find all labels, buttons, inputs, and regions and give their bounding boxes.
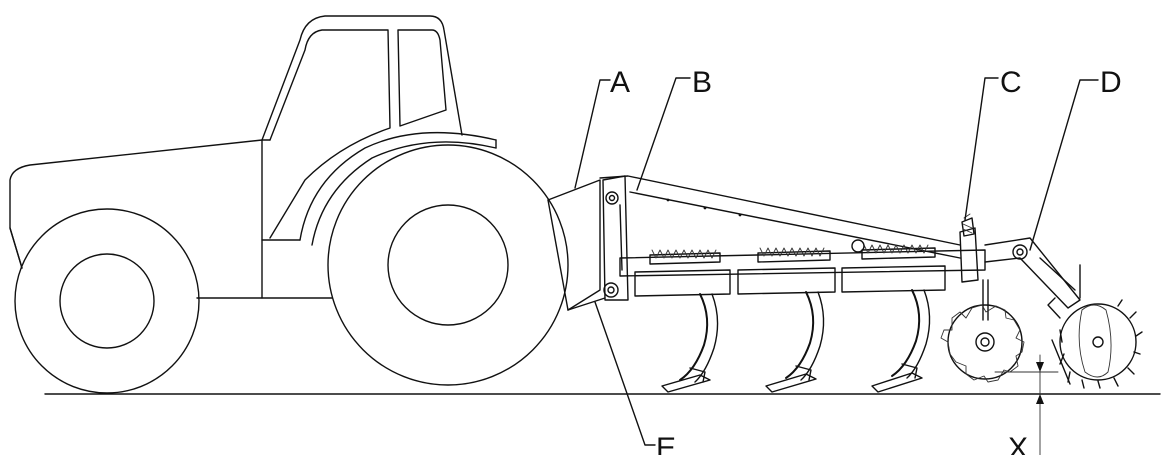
rear-wheel: [327, 144, 569, 386]
tractor-cab: [261, 15, 463, 141]
tine-3: [871, 289, 931, 393]
label-c: C: [1000, 66, 1022, 99]
cab-rear-window: [397, 29, 447, 127]
packer-roller: [1051, 299, 1143, 389]
front-wheel-rim: [59, 253, 155, 349]
tractor-hood: [9, 139, 271, 269]
callout-c: C: [964, 66, 1022, 221]
dimension-x: X: [994, 354, 1059, 455]
label-d: D: [1100, 66, 1122, 99]
depth-adjuster: [959, 227, 979, 283]
spring-assembly-2: [737, 247, 836, 295]
headstock: [602, 175, 629, 301]
label-b: B: [692, 66, 712, 99]
main-beam: [619, 249, 986, 277]
spring-assembly-1: [634, 249, 731, 297]
callout-b: B: [636, 66, 712, 191]
rear-fender: [299, 131, 497, 241]
top-link: [599, 175, 961, 246]
spring-assembly-3: [841, 244, 946, 293]
tine-1: [661, 293, 719, 393]
label-x: X: [1008, 432, 1028, 455]
front-wheel: [14, 208, 200, 394]
callout-d: D: [1029, 66, 1122, 251]
tine-2: [765, 291, 825, 393]
callout-a: A: [574, 66, 630, 189]
rear-wheel-rim: [387, 204, 509, 326]
label-a: A: [610, 66, 630, 99]
label-e: E: [656, 432, 676, 455]
cultivator: [567, 175, 1143, 393]
disc-roller: [940, 304, 1025, 383]
cab-front-window: [269, 29, 391, 239]
packer-arm: [984, 237, 1081, 309]
callout-e: E: [594, 301, 676, 455]
tractor: [9, 15, 601, 394]
hitch-frame: [547, 179, 601, 311]
